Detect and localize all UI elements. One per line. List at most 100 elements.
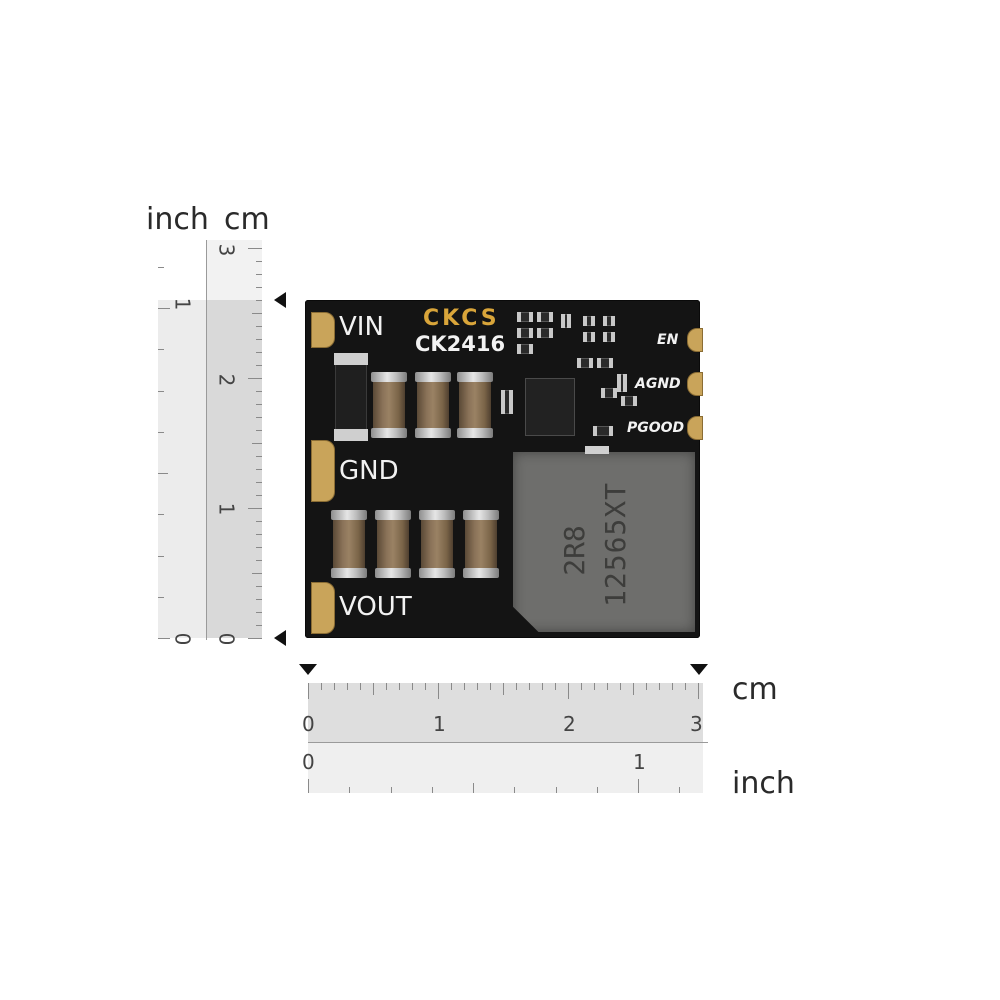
smd-part <box>517 344 533 354</box>
ruler-tick <box>425 683 426 690</box>
ruler-tick <box>555 787 557 793</box>
output-capacitor <box>331 510 367 578</box>
vin-pad <box>311 312 335 348</box>
ruler-tick <box>256 352 262 353</box>
vertical-cm-label: cm <box>224 202 270 237</box>
smd-part <box>593 426 613 436</box>
smd-part <box>601 388 617 398</box>
horizontal-inch-tick-1: 1 <box>633 750 646 774</box>
ruler-tick <box>256 469 262 470</box>
ruler-tick <box>256 482 262 483</box>
ruler-tick <box>503 683 504 695</box>
ruler-tick <box>529 683 530 690</box>
ruler-tick <box>596 787 598 793</box>
output-capacitor <box>419 510 455 578</box>
agnd-pad <box>687 372 703 396</box>
smd-part <box>617 374 627 392</box>
vertical-inch-tick-1: 1 <box>170 297 195 311</box>
vertical-top-marker-icon <box>274 292 286 308</box>
horizontal-inch-tick-0: 0 <box>302 750 315 774</box>
ruler-tick <box>679 787 681 793</box>
vertical-cm-band <box>206 300 262 638</box>
ruler-tick <box>672 683 673 690</box>
ruler-tick <box>516 683 517 690</box>
horizontal-cm-band <box>308 683 703 743</box>
pin-label-gnd: GND <box>339 456 399 486</box>
smd-part <box>517 328 533 338</box>
ruler-tick <box>256 599 262 600</box>
inductor-top-pad <box>585 446 609 454</box>
ruler-tick <box>568 683 569 699</box>
pcb-board: VIN GND VOUT CKCS CK2416 EN AGND PGOOD 2… <box>305 300 703 638</box>
ruler-tick <box>581 683 582 690</box>
regulator-ic <box>525 378 575 436</box>
ruler-tick <box>248 378 262 379</box>
vertical-cm-tick-2: 2 <box>214 373 239 387</box>
ruler-tick <box>698 683 699 699</box>
ruler-tick <box>158 266 164 268</box>
ruler-tick <box>633 683 634 695</box>
ruler-tick <box>431 787 433 793</box>
ruler-tick <box>308 683 309 699</box>
horizontal-right-marker-icon <box>690 664 708 675</box>
ruler-tick <box>256 274 262 275</box>
pin-label-en: EN <box>657 332 679 348</box>
horizontal-cm-tick-1: 1 <box>433 712 446 736</box>
ruler-tick <box>321 683 322 690</box>
ruler-tick <box>256 391 262 392</box>
ruler-tick <box>252 313 262 314</box>
vertical-inch-band <box>158 300 206 638</box>
output-capacitor <box>463 510 499 578</box>
vertical-inch-label: inch <box>146 202 209 237</box>
ruler-tick <box>412 683 413 690</box>
vertical-inch-tick-0: 0 <box>170 632 195 646</box>
ruler-tick <box>386 683 387 690</box>
ruler-tick <box>451 683 452 690</box>
ruler-tick <box>158 596 164 598</box>
ruler-tick <box>638 779 639 793</box>
ruler-tick <box>256 495 262 496</box>
smd-part <box>583 316 595 326</box>
ruler-tick <box>390 787 392 793</box>
ruler-tick <box>256 417 262 418</box>
ruler-tick <box>158 390 164 392</box>
ruler-tick <box>594 683 595 690</box>
ruler-tick <box>477 683 478 690</box>
ruler-tick <box>490 683 491 690</box>
ruler-tick <box>514 787 516 793</box>
horizontal-cm-label: cm <box>732 672 778 707</box>
ruler-tick <box>256 326 262 327</box>
ruler-tick <box>158 514 164 516</box>
ruler-tick <box>252 443 262 444</box>
horizontal-cm-tick-2: 2 <box>563 712 576 736</box>
ruler-tick <box>256 339 262 340</box>
inductor: 2R8 12565XT <box>513 452 695 632</box>
input-capacitor <box>371 372 407 438</box>
diode-component <box>334 353 368 441</box>
smd-part <box>537 328 553 338</box>
ruler-tick <box>607 683 608 690</box>
ruler-tick <box>256 560 262 561</box>
ruler-tick <box>256 261 262 262</box>
vertical-cm-tick-1: 1 <box>214 502 239 516</box>
ruler-tick <box>256 534 262 535</box>
ruler-tick <box>464 683 465 690</box>
ruler-tick <box>256 404 262 405</box>
ruler-tick <box>555 683 556 690</box>
ruler-tick <box>646 683 647 690</box>
ruler-tick <box>334 683 335 690</box>
ruler-tick <box>473 783 474 793</box>
smd-part <box>537 312 553 322</box>
smd-part <box>577 358 593 368</box>
ruler-tick <box>256 612 262 613</box>
ruler-tick <box>659 683 660 690</box>
ruler-tick <box>248 248 262 249</box>
ruler-tick <box>542 683 543 690</box>
vertical-cm-tick-3: 3 <box>214 243 239 257</box>
vertical-cm-tick-0: 0 <box>214 632 239 646</box>
ruler-tick <box>349 787 351 793</box>
ruler-tick <box>399 683 400 690</box>
vout-pad <box>311 582 335 634</box>
ruler-tick <box>256 365 262 366</box>
horizontal-inch-band <box>308 743 703 793</box>
